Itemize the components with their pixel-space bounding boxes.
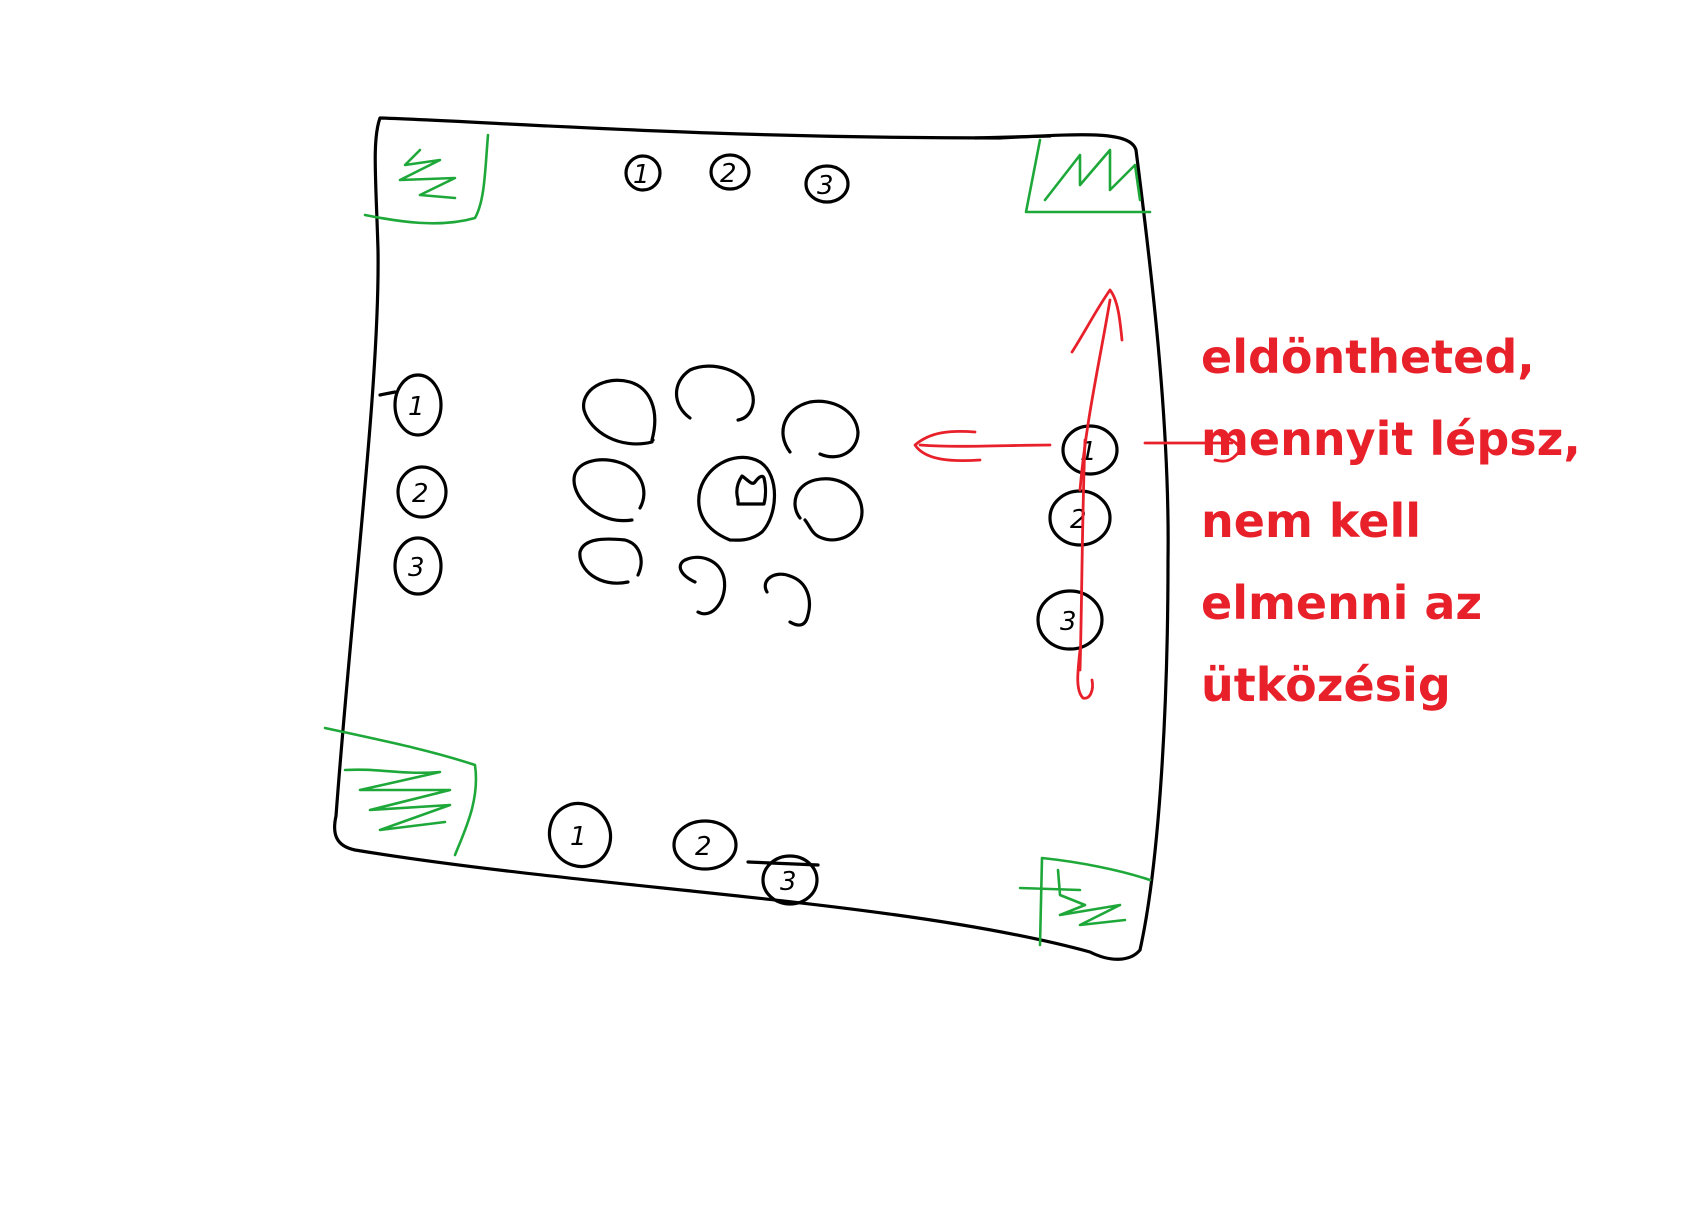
corner-zone-bottom-right — [1018, 856, 1152, 947]
arrow-right-head — [1213, 433, 1241, 463]
piece-top-1: 1 — [624, 154, 662, 192]
piece-right-2: 2 — [1048, 489, 1112, 547]
piece-bottom-3: 3 — [746, 854, 820, 906]
center-ring-2 — [675, 364, 755, 422]
arrow-up-head — [1070, 288, 1124, 354]
corner-zone-top-right — [1024, 138, 1152, 214]
piece-bottom-1-label: 1 — [570, 822, 587, 852]
center-ring-9 — [763, 572, 812, 627]
piece-left-3-label: 3 — [408, 553, 425, 583]
board-outline-tick — [973, 134, 1052, 140]
piece-left-3: 3 — [393, 536, 443, 596]
arrow-down — [1078, 438, 1087, 672]
piece-bottom-3-label: 3 — [780, 867, 797, 897]
corner-zone-bottom-left — [323, 726, 478, 857]
center-queen-mark — [735, 474, 768, 506]
center-ring-8 — [678, 555, 727, 616]
center-ring-3 — [781, 399, 860, 459]
annotation-text: eldöntheted, mennyit lépsz, nem kell elm… — [1201, 316, 1661, 726]
piece-top-1-label: 1 — [633, 160, 650, 190]
corner-zone-top-left — [363, 133, 490, 225]
center-ring-1 — [582, 378, 657, 446]
annotation-line-4: elmenni az — [1201, 576, 1483, 630]
center-ring-4 — [572, 458, 646, 523]
piece-top-3-label: 3 — [817, 171, 834, 201]
piece-top-3: 3 — [804, 164, 850, 204]
arrow-left — [918, 443, 1052, 448]
arrow-down-head — [1076, 648, 1094, 700]
piece-right-1: 1 — [1061, 424, 1119, 476]
movement-arrows — [913, 288, 1241, 700]
annotation-line-3: nem kell — [1201, 494, 1421, 548]
piece-top-2: 2 — [709, 153, 751, 191]
piece-left-1-label: 1 — [408, 392, 425, 422]
annotation-line-1: eldöntheted, — [1201, 330, 1535, 384]
annotation-line-5: ütközésig — [1201, 658, 1451, 712]
piece-left-2: 2 — [396, 465, 448, 519]
piece-bottom-2: 2 — [672, 819, 738, 871]
center-ring-7 — [578, 537, 643, 585]
arrow-left-head — [913, 429, 982, 463]
piece-left-2-label: 2 — [412, 479, 429, 509]
piece-left-1: 1 — [378, 373, 443, 437]
piece-right-3: 3 — [1036, 589, 1104, 651]
piece-bottom-1: 1 — [547, 801, 613, 869]
piece-right-3-label: 3 — [1060, 607, 1077, 637]
arrow-up — [1078, 298, 1112, 492]
piece-bottom-2-label: 2 — [695, 832, 712, 862]
center-ring-center — [697, 455, 777, 542]
center-ring-6 — [793, 477, 864, 542]
piece-top-2-label: 2 — [720, 159, 737, 189]
center-cluster — [572, 364, 864, 627]
annotation-line-2: mennyit lépsz, — [1201, 412, 1581, 466]
